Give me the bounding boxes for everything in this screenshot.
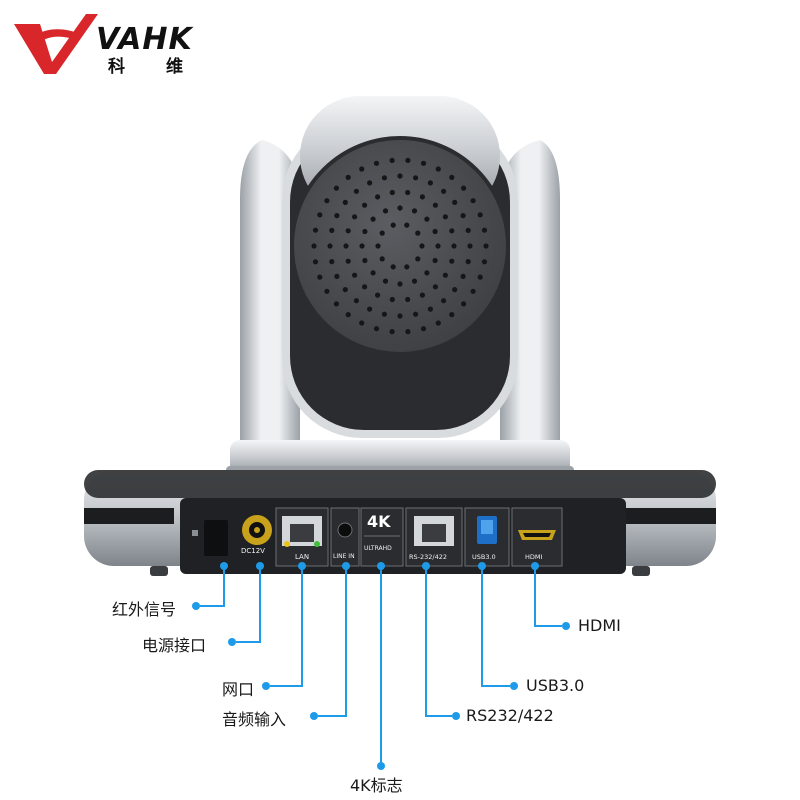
- brand-sub-1: 科: [108, 57, 125, 77]
- port-label-ultrahd: ULTRAHD: [364, 545, 392, 552]
- callout-audio: 音频输入: [222, 710, 287, 729]
- audio-jack-icon: [337, 522, 353, 538]
- port-label-lan: LAN: [295, 553, 310, 561]
- callout-hdmi: HDMI: [578, 616, 621, 635]
- camera-head: [282, 96, 518, 438]
- port-label-rs232: RS-232/422: [409, 553, 447, 561]
- callout-power: 电源接口: [142, 636, 207, 655]
- callout-dots: [192, 562, 570, 770]
- callout-network: 网口: [222, 680, 255, 699]
- callout-ir: 红外信号: [112, 600, 177, 619]
- camera-base: [84, 470, 716, 576]
- ir-receiver-icon: [204, 520, 228, 556]
- speaker-grille-icon: [311, 157, 489, 335]
- port-label-usb: USB3.0: [472, 553, 496, 561]
- brand-sub-2: 维: [166, 57, 183, 77]
- brand-wordmark: VAHK: [96, 22, 193, 57]
- callout-usb: USB3.0: [526, 676, 585, 695]
- callout-4k: 4K标志: [350, 776, 403, 795]
- callout-lines: [200, 566, 562, 764]
- port-label-4k: 4K: [367, 512, 391, 531]
- port-label-dc12v: DC12V: [241, 547, 265, 555]
- port-label-hdmi: HDMI: [525, 553, 543, 561]
- port-label-line-in: LINE IN: [333, 553, 355, 560]
- callout-rs232: RS232/422: [466, 706, 554, 725]
- brand-logo-icon: [14, 14, 98, 74]
